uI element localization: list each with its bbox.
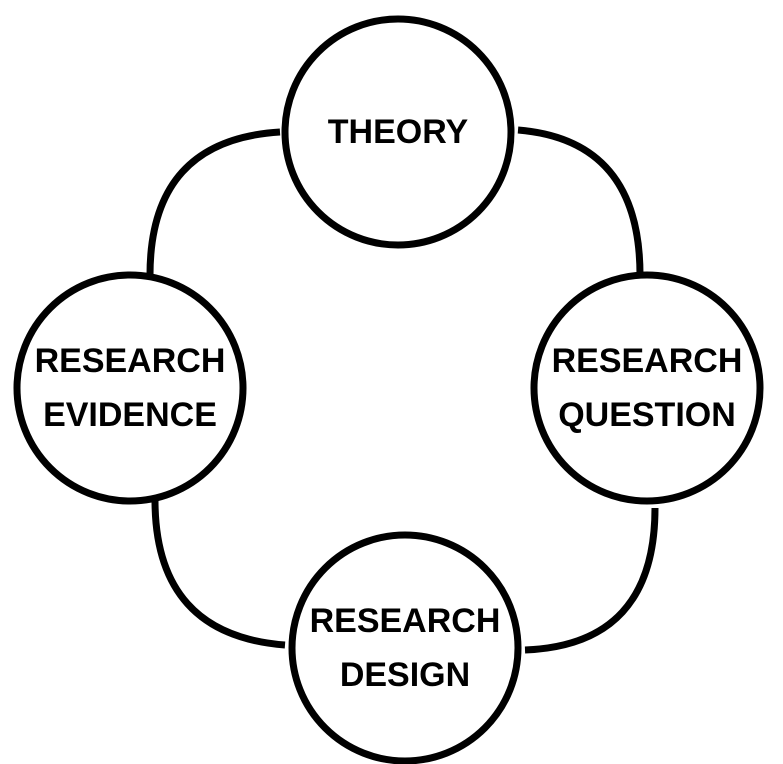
- node-theory: THEORY: [281, 15, 515, 249]
- node-label: QUESTION: [558, 396, 736, 434]
- connector-theory-question: [517, 126, 644, 276]
- node-circle: [530, 271, 764, 505]
- node-label: RESEARCH: [310, 602, 501, 640]
- node-research-evidence: RESEARCH EVIDENCE: [13, 271, 247, 505]
- connector-evidence-theory: [146, 128, 281, 276]
- node-label: RESEARCH: [35, 342, 226, 380]
- connector-question-design: [524, 507, 659, 654]
- node-circle: [288, 531, 522, 764]
- node-circle: [13, 271, 247, 505]
- node-label: THEORY: [328, 113, 469, 151]
- node-label: RESEARCH: [552, 342, 743, 380]
- connector-design-evidence: [151, 499, 286, 649]
- node-label: EVIDENCE: [43, 396, 217, 434]
- node-label: DESIGN: [340, 656, 470, 694]
- node-research-question: RESEARCH QUESTION: [530, 271, 764, 505]
- node-circle: [281, 15, 515, 249]
- node-research-design: RESEARCH DESIGN: [288, 531, 522, 764]
